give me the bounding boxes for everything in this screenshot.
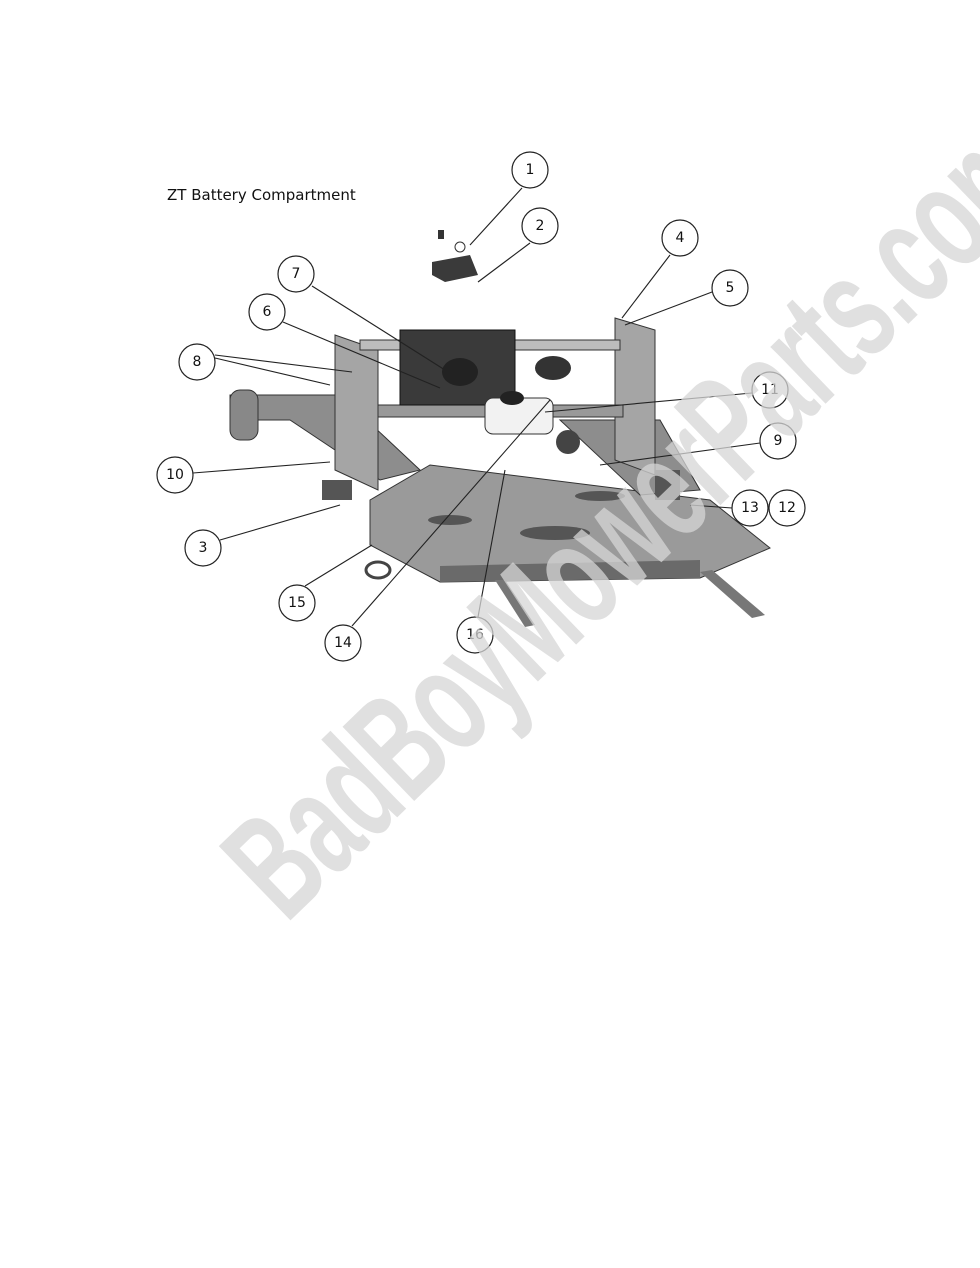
fitting xyxy=(556,430,580,454)
callout-14[interactable]: 14 xyxy=(324,624,362,662)
callouts: 1 2 3 4 5 6 7 8 9 10 11 12 13 14 15 16 xyxy=(156,151,806,662)
plate-hole xyxy=(428,515,472,525)
strap xyxy=(495,580,535,627)
right-side-frame xyxy=(614,317,656,476)
left-post xyxy=(229,389,259,441)
plate-hole xyxy=(520,526,590,540)
left-side-frame xyxy=(334,334,379,491)
svg-text:12: 12 xyxy=(778,500,796,516)
svg-text:10: 10 xyxy=(166,467,184,483)
callout-9[interactable]: 9 xyxy=(759,422,797,460)
callout-15[interactable]: 15 xyxy=(278,584,316,622)
svg-text:3: 3 xyxy=(199,540,208,556)
base-plate xyxy=(369,464,771,583)
bracket xyxy=(432,255,478,282)
reservoir-cap xyxy=(500,391,524,405)
nut xyxy=(454,241,466,253)
callout-11[interactable]: 11 xyxy=(751,371,789,409)
callout-4[interactable]: 4 xyxy=(661,219,699,257)
leader-lines xyxy=(192,187,761,627)
svg-text:8: 8 xyxy=(193,354,202,370)
svg-text:2: 2 xyxy=(536,218,545,234)
callout-5[interactable]: 5 xyxy=(711,269,749,307)
svg-text:15: 15 xyxy=(288,595,306,611)
svg-text:6: 6 xyxy=(263,304,272,320)
callout-13[interactable]: 13 xyxy=(731,489,769,527)
clip xyxy=(438,230,444,239)
callout-7[interactable]: 7 xyxy=(277,255,315,293)
svg-text:7: 7 xyxy=(292,266,301,282)
svg-text:5: 5 xyxy=(726,280,735,296)
callout-16[interactable]: 16 xyxy=(456,616,494,654)
svg-text:14: 14 xyxy=(334,635,352,651)
callout-6[interactable]: 6 xyxy=(248,293,286,331)
callout-1[interactable]: 1 xyxy=(511,151,549,189)
hook xyxy=(364,560,392,580)
callout-3[interactable]: 3 xyxy=(184,529,222,567)
callout-8[interactable]: 8 xyxy=(178,343,216,381)
strap xyxy=(700,570,765,618)
diagram-title: ZT Battery Compartment xyxy=(167,186,356,204)
svg-text:13: 13 xyxy=(741,500,759,516)
callout-12[interactable]: 12 xyxy=(768,489,806,527)
svg-text:1: 1 xyxy=(526,162,535,178)
battery-compartment-assembly xyxy=(229,230,771,627)
plate-hole xyxy=(575,491,625,501)
svg-text:16: 16 xyxy=(466,627,484,643)
bumper xyxy=(442,358,478,386)
callout-2[interactable]: 2 xyxy=(521,207,559,245)
callout-10[interactable]: 10 xyxy=(156,456,194,494)
base-plate-edge xyxy=(440,560,700,582)
svg-text:11: 11 xyxy=(761,382,779,398)
latch xyxy=(322,480,352,500)
latch xyxy=(655,470,680,500)
svg-text:4: 4 xyxy=(676,230,685,246)
bumper xyxy=(535,356,571,380)
svg-text:9: 9 xyxy=(774,433,783,449)
